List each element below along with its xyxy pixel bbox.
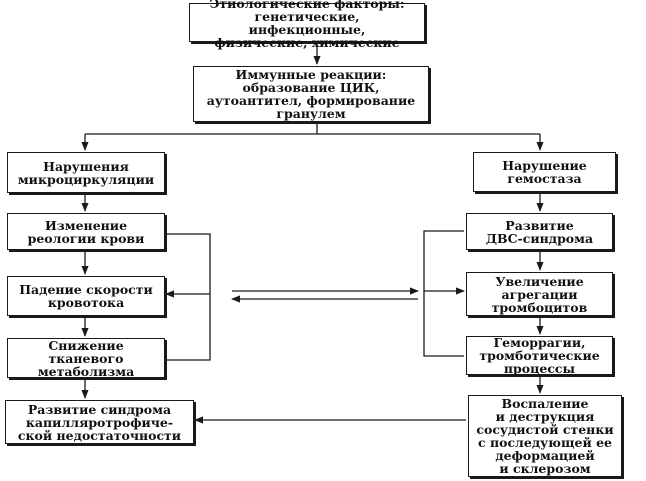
- node-rheology-label: Изменение реологии крови: [27, 217, 145, 246]
- node-capillary-label: Развитие синдрома капилляротрофиче- ской…: [17, 401, 182, 443]
- node-etiology-label: Этиологические факторы: генетические, ин…: [209, 0, 405, 50]
- node-hemorrhage: Геморрагии, тромботические процессы: [466, 336, 613, 375]
- node-hemorrhage-label: Геморрагии, тромботические процессы: [479, 335, 600, 376]
- node-platelets-label: Увеличение агрегации тромбоцитов: [491, 273, 588, 315]
- node-dic: Развитие ДВС-синдрома: [466, 213, 613, 250]
- node-platelets: Увеличение агрегации тромбоцитов: [466, 272, 613, 316]
- node-immune: Иммунные реакции: образование ЦИК, аутоа…: [193, 66, 429, 122]
- node-metabolism: Снижение тканевого метаболизма: [7, 338, 165, 378]
- node-dic-label: Развитие ДВС-синдрома: [485, 217, 594, 246]
- node-blood-flow-label: Падение скорости кровотока: [19, 282, 153, 310]
- node-vessel-wall-label: Воспаление и деструкция сосудистой стенк…: [476, 396, 614, 476]
- left-bracket: [166, 233, 211, 361]
- node-microcirculation: Нарушения микроциркуляции: [7, 152, 165, 193]
- node-metabolism-label: Снижение тканевого метаболизма: [37, 337, 135, 379]
- node-rheology: Изменение реологии крови: [7, 213, 165, 250]
- node-microcirculation-label: Нарушения микроциркуляции: [17, 158, 155, 187]
- node-etiology: Этиологические факторы: генетические, ин…: [189, 0, 425, 49]
- node-blood-flow: Падение скорости кровотока: [7, 276, 165, 316]
- node-hemostasis-label: Нарушение гемостаза: [502, 158, 587, 186]
- node-hemostasis: Нарушение гемостаза: [473, 152, 616, 192]
- node-immune-label: Иммунные реакции: образование ЦИК, аутоа…: [206, 67, 416, 121]
- node-capillary: Развитие синдрома капилляротрофиче- ской…: [5, 400, 194, 444]
- right-bracket: [423, 230, 464, 357]
- node-vessel-wall: Воспаление и деструкция сосудистой стенк…: [468, 395, 622, 477]
